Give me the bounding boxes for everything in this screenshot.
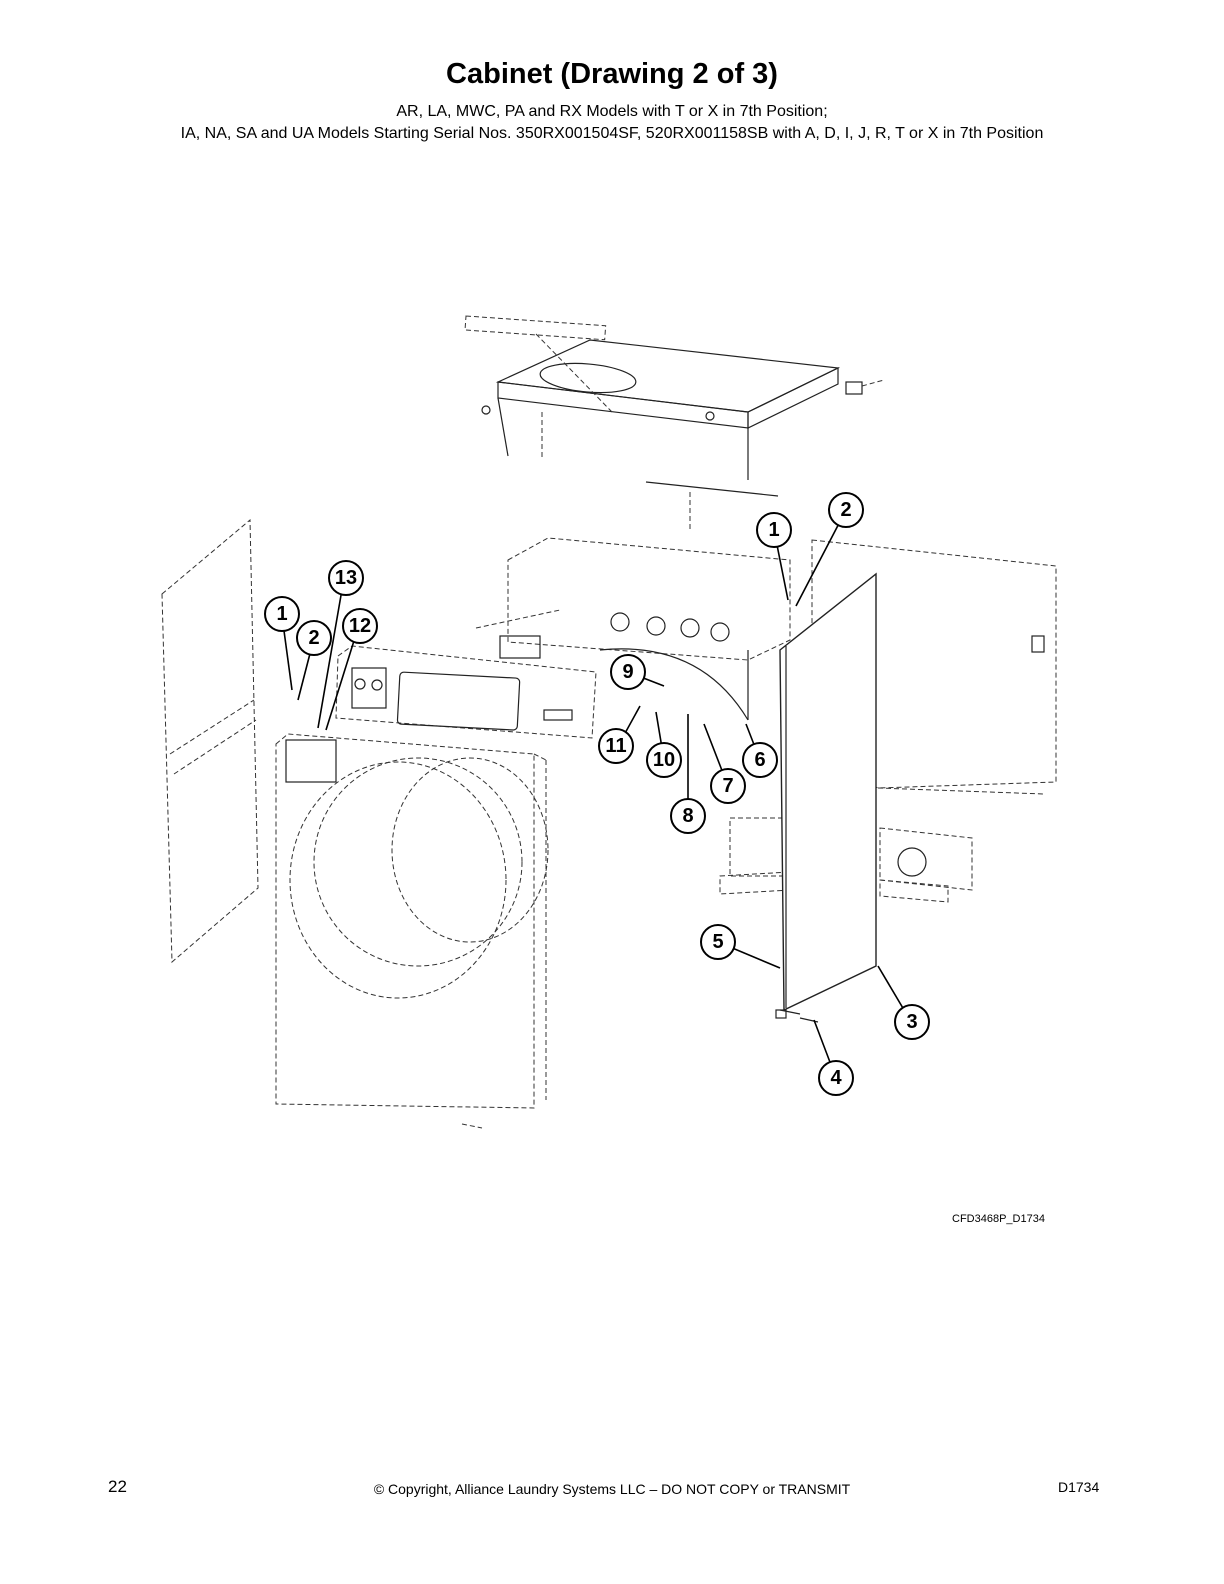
callout-label: 10 [653,749,675,771]
control-panel [335,645,597,739]
page-number: 22 [108,1477,127,1496]
callout-6: 6 [742,742,778,778]
document-id: D1734 [1058,1479,1100,1495]
copyright-notice: © Copyright, Alliance Laundry Systems LL… [373,1481,851,1497]
callout-11: 11 [598,728,634,764]
callout-label: 9 [622,661,633,683]
rear-frame-assembly [475,481,791,721]
page-title: Cabinet (Drawing 2 of 3) [446,58,778,90]
callout-3: 3 [894,1004,930,1040]
callout-5: 5 [700,924,736,960]
callout-1-left: 1 [264,596,300,632]
top-bracket [464,315,607,341]
left-side-panel [161,518,259,964]
callout-12: 12 [342,608,378,644]
callout-7: 7 [710,768,746,804]
callout-1-right: 1 [756,512,792,548]
callout-10: 10 [646,742,682,778]
callout-label: 8 [682,805,693,827]
callout-8: 8 [670,798,706,834]
right-side-panel [775,572,877,1023]
callout-label: 7 [722,775,733,797]
callout-label: 6 [754,749,765,771]
subtitle-models: AR, LA, MWC, PA and RX Models with T or … [396,103,828,120]
callout-label: 4 [830,1067,842,1089]
callout-4: 4 [818,1060,854,1096]
front-panel [275,733,549,1129]
callout-label: 11 [605,735,626,757]
drawing-code: CFD3468P_D1734 [952,1213,1045,1225]
callout-label: 3 [906,1011,917,1033]
subtitle-serial-numbers: IA, NA, SA and UA Models Starting Serial… [180,125,1044,142]
callout-2-left: 2 [296,620,332,656]
callout-label: 1 [276,603,287,625]
callout-label: 12 [349,615,371,637]
callout-label: 2 [840,499,851,521]
callout-13: 13 [328,560,364,596]
callout-9: 9 [610,654,646,690]
callout-label: 5 [712,931,723,953]
callout-label: 13 [335,567,357,589]
top-cover [481,333,885,480]
callout-label: 1 [768,519,779,541]
callout-2-right: 2 [828,492,864,528]
callout-label: 2 [308,627,319,649]
